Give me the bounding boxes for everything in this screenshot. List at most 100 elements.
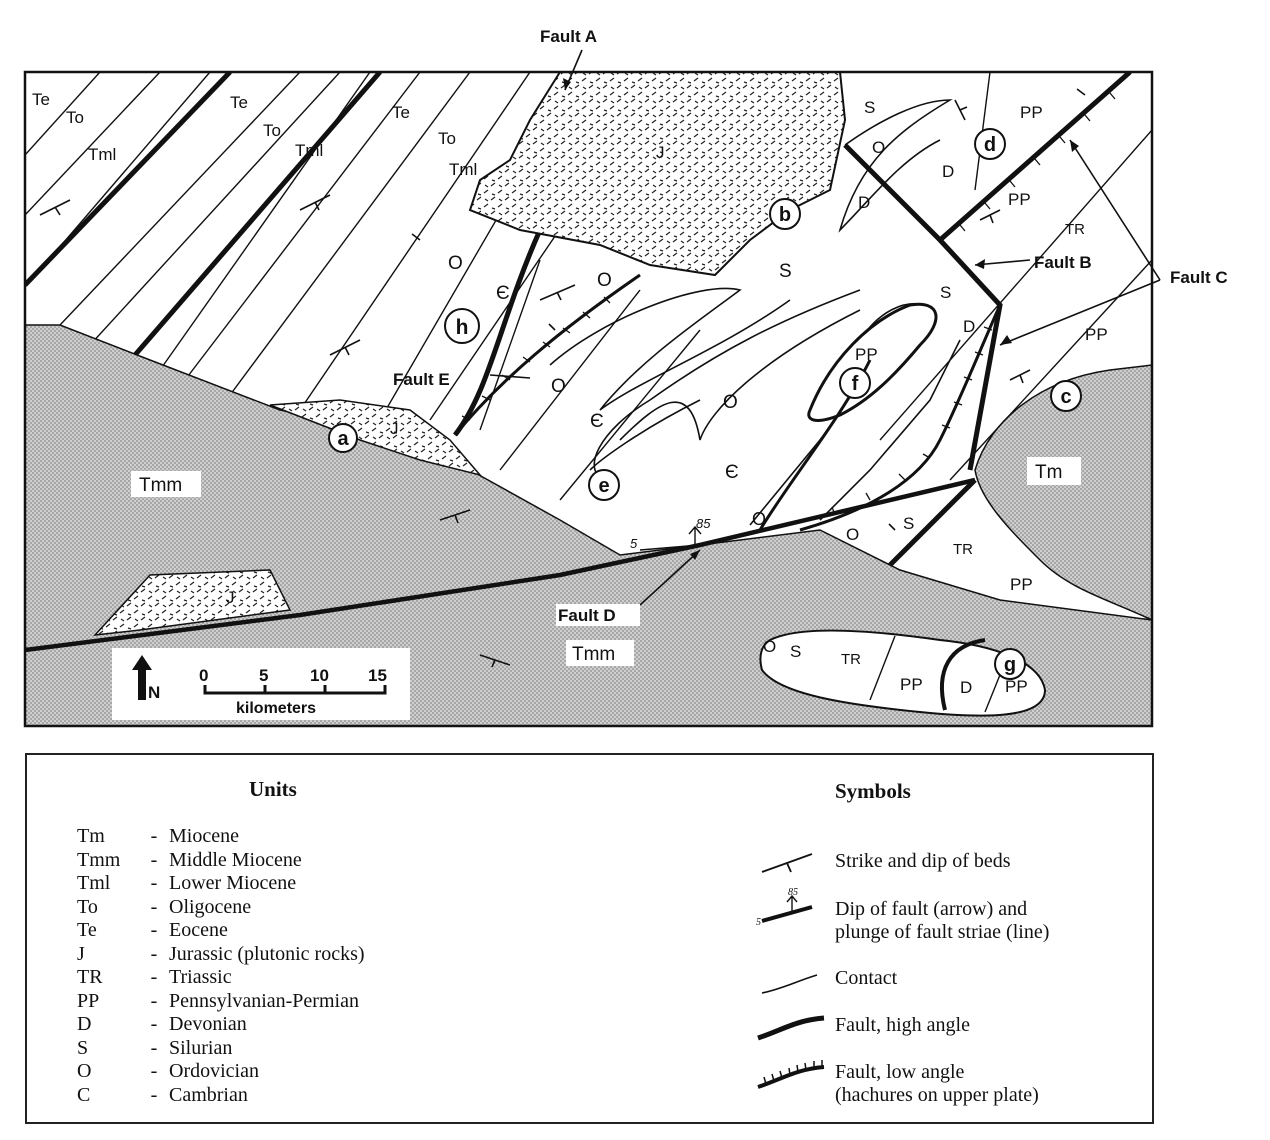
high-angle-fault-icon [757,1015,825,1041]
plunge-value: 85 [696,516,711,531]
legend: Units Symbols Tm-Miocene Tmm-Middle Mioc… [25,753,1154,1124]
symbol-low-angle-label-2: (hachures on upper plate) [835,1084,1039,1106]
jurassic-pluton-sw [93,569,292,636]
svg-text:O: O [846,525,859,544]
fault-dip-symbol [639,525,702,551]
svg-text:O: O [763,637,776,656]
fault-e-label: Fault E [393,370,450,389]
svg-text:c: c [1060,386,1071,408]
marker-d: d [974,128,1006,160]
fault-dip-icon: 85 5 [756,887,813,928]
unit-row-to: To-Oligocene [77,896,252,918]
svg-text:S: S [864,98,875,117]
unit-row-d: D-Devonian [77,1013,247,1035]
unit-row-tm: Tm-Miocene [77,825,239,847]
unit-row-tml: Tml-Lower Miocene [77,872,297,894]
svg-text:h: h [456,316,469,339]
scale-bar [203,685,387,695]
svg-text:Tml: Tml [449,160,477,179]
tm-unit [974,364,1152,621]
unit-row-c: C-Cambrian [77,1084,248,1106]
hachures [461,92,1116,516]
tm-label: Tm [1035,462,1062,483]
svg-text:J: J [226,588,235,607]
svg-text:Te: Te [32,90,50,109]
svg-text:To: To [66,108,84,127]
unit-row-tr: TR-Triassic [77,966,232,988]
units-title: Units [249,777,297,801]
unit-row-tmm: Tmm-Middle Miocene [77,849,302,871]
svg-text:Te: Te [392,103,410,122]
svg-text:Te: Te [230,93,248,112]
callout-lines [489,49,1161,606]
marker-c: c [1050,380,1082,412]
fault-a-label: Fault A [540,27,597,46]
geologic-map: Fault A Fault B Fault C Fault D Fault E … [23,27,1228,728]
svg-text:5: 5 [259,666,268,685]
strike-dip-symbols [39,99,1031,668]
north-arrow-icon [132,655,152,700]
svg-text:To: To [438,129,456,148]
location-markers: a b c d e f g h [328,128,1082,680]
svg-text:S: S [779,261,792,282]
marker-b: b [769,198,801,230]
contact-icon [761,974,818,994]
svg-text:a: a [337,428,349,450]
svg-text:O: O [872,138,885,157]
svg-text:e: e [598,475,609,497]
strike-value: 5 [630,536,638,551]
svg-text:f: f [852,373,859,395]
svg-text:PP: PP [1005,677,1028,696]
tmm-label-south: Tmm [572,644,615,665]
tmm-label-west: Tmm [139,475,182,496]
svg-text:PP: PP [900,675,923,694]
svg-text:kilometers: kilometers [236,700,316,717]
svg-text:Є: Є [725,462,739,483]
svg-text:PP: PP [1010,575,1033,594]
fault-b-label: Fault B [1034,253,1092,272]
svg-text:10: 10 [310,666,329,685]
svg-text:PP: PP [1008,190,1031,209]
symbols-title: Symbols [835,779,911,803]
unit-row-s: S-Silurian [77,1037,233,1059]
unit-row-o: O-Ordovician [77,1060,259,1082]
svg-text:PP: PP [855,345,878,364]
svg-text:5: 5 [756,917,761,928]
svg-text:O: O [723,392,738,413]
low-angle-fault-g [939,638,986,711]
marker-h: h [444,308,480,344]
svg-text:Є: Є [590,411,604,432]
klippe-g [759,629,1047,717]
map-unit-labels: Te To Tml Te To Tml Te To Tml J J J O Є … [32,90,1108,697]
map-frame [23,70,1154,728]
marker-f: f [839,367,871,399]
svg-text:Tml: Tml [88,145,116,164]
fault-d-label: Fault D [558,606,616,625]
marker-e: e [588,469,620,501]
svg-text:D: D [858,193,870,212]
svg-text:D: D [960,678,972,697]
svg-text:d: d [984,134,996,156]
symbol-fault-dip-label-2: plunge of fault striae (line) [835,921,1050,943]
svg-text:PP: PP [1020,103,1043,122]
svg-text:85: 85 [788,887,798,898]
svg-text:S: S [940,283,951,302]
marker-a: a [328,423,358,453]
svg-text:PP: PP [1085,325,1108,344]
svg-text:Tml: Tml [295,141,323,160]
callout-arrowheads [563,78,1079,560]
svg-text:J: J [656,143,665,162]
fault-d-trace [25,477,976,653]
svg-text:15: 15 [368,666,387,685]
svg-text:O: O [597,270,612,291]
dip-arrows [411,88,1086,531]
symbol-strike-dip-label: Strike and dip of beds [835,850,1011,872]
jurassic-pluton-a [269,399,483,477]
unit-row-te: Te-Eocene [77,919,228,941]
symbol-contact-label: Contact [835,967,898,989]
symbol-high-angle-label: Fault, high angle [835,1014,970,1036]
marker-g: g [994,648,1026,680]
svg-text:D: D [942,162,954,181]
svg-text:g: g [1004,654,1016,676]
svg-text:0: 0 [199,666,208,685]
